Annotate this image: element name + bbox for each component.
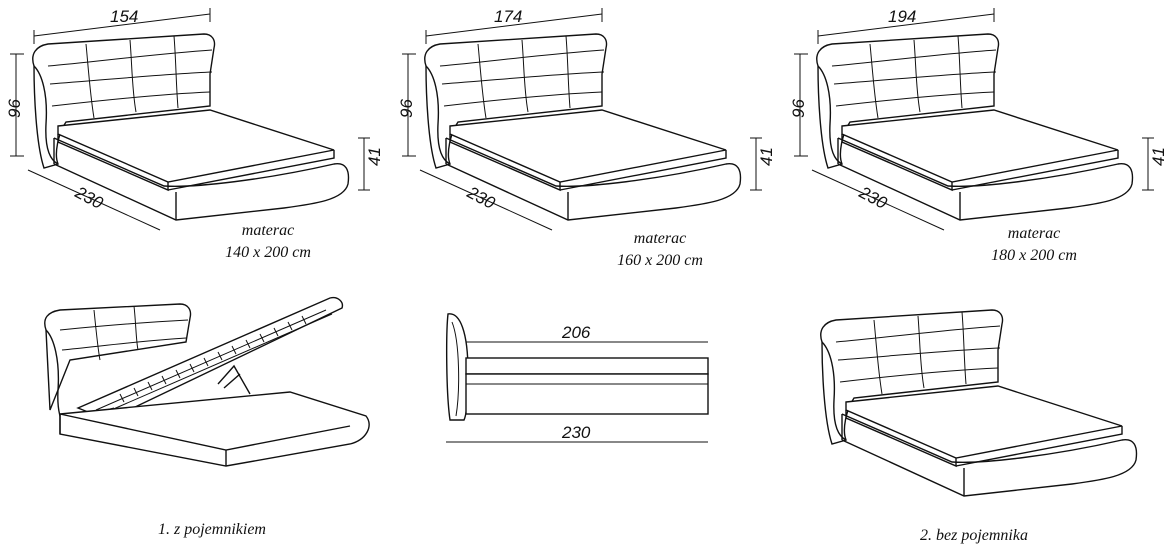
bed-variant-2: [402, 8, 762, 231]
width-dimension-line: [33, 13, 211, 37]
mattress-label: materac: [634, 230, 686, 247]
mattress-size: 140 x 200 cm: [225, 244, 311, 261]
mattress-label: materac: [1008, 225, 1060, 242]
bed-height-label: 96: [789, 99, 808, 118]
bed-length-label: 230: [855, 182, 890, 213]
bed-length-label: 230: [71, 182, 106, 213]
bed-variant-3: [794, 8, 1154, 231]
bed-width-label: 174: [494, 7, 522, 26]
mattress-label: materac: [242, 222, 294, 239]
bed-side-view: [446, 313, 709, 443]
frame-height-label: 41: [1149, 147, 1168, 166]
bed-variant-1: [10, 8, 370, 231]
bed-height-label: 96: [5, 99, 24, 118]
bed-with-storage-illustration: [44, 296, 370, 467]
bed-without-storage-illustration: [820, 309, 1138, 497]
frame-height-label: 41: [365, 147, 384, 166]
mattress-length-label: 206: [561, 323, 591, 342]
bed-height-label: 96: [397, 99, 416, 118]
mattress-size: 160 x 200 cm: [617, 252, 703, 269]
bed-width-label: 194: [888, 7, 916, 26]
frame-height-label: 41: [757, 147, 776, 166]
bed-width-label: 154: [110, 7, 138, 26]
variant-caption: 1. z pojemnikiem: [158, 521, 266, 538]
variant-caption: 2. bez pojemnika: [920, 527, 1028, 544]
mattress-size: 180 x 200 cm: [991, 247, 1077, 264]
bed-length-label: 230: [463, 182, 498, 213]
length-dimension-line: [27, 169, 161, 231]
total-length-label: 230: [561, 423, 591, 442]
